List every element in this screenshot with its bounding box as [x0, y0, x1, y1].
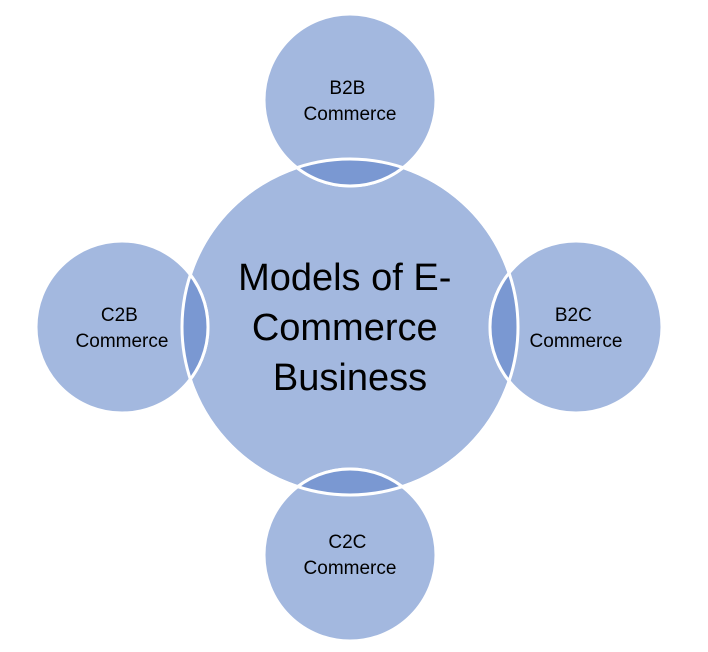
satellite-label-right-line-2: Commerce: [530, 331, 623, 352]
satellite-label-top: B2B Commerce: [304, 78, 397, 125]
center-label-line-3: Business: [273, 357, 427, 399]
overlap-right: [488, 239, 518, 415]
center-label-line-1: Models of E-: [238, 257, 451, 299]
center-circle-outline: [180, 157, 520, 497]
satellite-label-right-line-1: B2C: [555, 305, 592, 326]
satellite-label-bottom: C2C Commerce: [304, 532, 397, 579]
satellite-label-top-line-2: Commerce: [304, 104, 397, 125]
overlap-top: [262, 159, 438, 188]
overlap-left: [182, 239, 210, 415]
satellite-label-left-line-2: Commerce: [76, 331, 169, 352]
satellite-label-bottom-line-1: C2C: [328, 532, 366, 553]
overlap-bottom: [262, 467, 438, 495]
center-label: Models of E- Commerce Business: [238, 257, 462, 399]
satellite-label-left: C2B Commerce: [76, 305, 169, 352]
center-label-line-2: Commerce: [252, 307, 438, 349]
satellite-label-right: B2C Commerce: [530, 305, 623, 352]
satellite-label-bottom-line-2: Commerce: [304, 558, 397, 579]
satellite-label-top-line-1: B2B: [329, 78, 365, 99]
satellite-label-left-line-1: C2B: [101, 305, 138, 326]
